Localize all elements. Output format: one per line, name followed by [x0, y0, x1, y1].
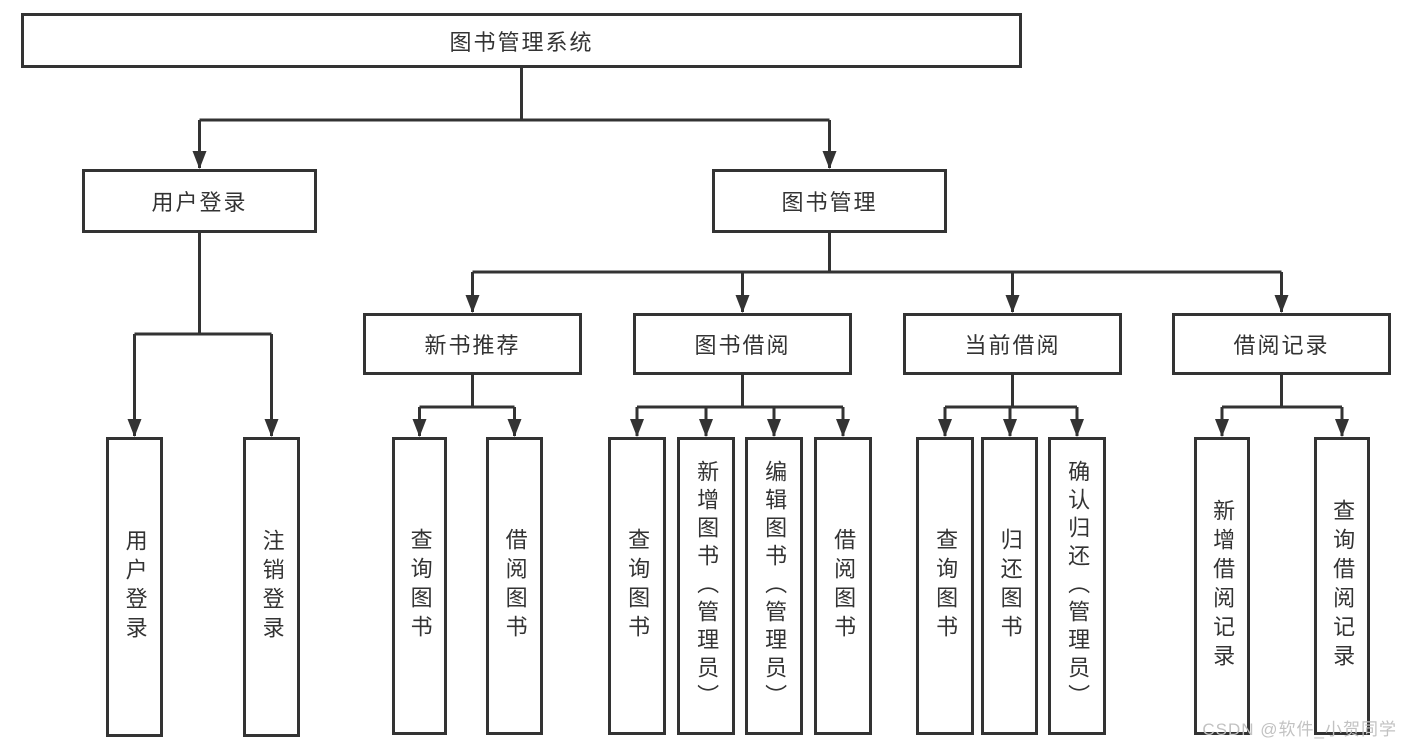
node-root-label: 图书管理系统 — [449, 29, 594, 55]
node-new-book-recommend: 新书推荐 — [363, 313, 582, 375]
leaf-nbr-query-books-label: 查询图书 — [407, 528, 433, 644]
node-current-borrowing: 当前借阅 — [903, 313, 1122, 375]
leaf-cb-confirm-return-label: 确认归还（管理员） — [1065, 460, 1091, 712]
connector-arrows — [127, 120, 1349, 437]
leaf-logout-label: 注销登录 — [259, 529, 285, 645]
connector-trunks — [134, 68, 1342, 409]
leaf-br-add-record-label: 新增借阅记录 — [1210, 499, 1236, 673]
node-user-login: 用户登录 — [82, 169, 317, 233]
leaf-bb-edit-books-label: 编辑图书（管理员） — [762, 460, 788, 712]
leaf-br-query-record: 查询借阅记录 — [1314, 437, 1370, 735]
node-user-login-label: 用户登录 — [151, 190, 248, 215]
node-borrowing-records-label: 借阅记录 — [1233, 333, 1330, 358]
node-book-management: 图书管理 — [712, 169, 947, 233]
leaf-logout: 注销登录 — [243, 437, 300, 737]
leaf-user-login: 用户登录 — [106, 437, 163, 737]
csdn-watermark: CSDN @软件_小贺同学 — [1202, 720, 1397, 739]
leaf-user-login-label: 用户登录 — [122, 529, 148, 645]
leaf-cb-return-books: 归还图书 — [981, 437, 1038, 735]
node-book-management-label: 图书管理 — [781, 190, 878, 215]
node-borrowing-records: 借阅记录 — [1172, 313, 1391, 375]
leaf-br-query-record-label: 查询借阅记录 — [1330, 499, 1356, 673]
node-new-book-recommend-label: 新书推荐 — [424, 333, 521, 358]
node-book-borrowing-label: 图书借阅 — [694, 333, 791, 358]
leaf-nbr-borrow-books-label: 借阅图书 — [502, 528, 528, 644]
leaf-bb-query-books-label: 查询图书 — [625, 528, 651, 644]
leaf-cb-query-books: 查询图书 — [916, 437, 974, 735]
node-book-borrowing: 图书借阅 — [633, 313, 852, 375]
leaf-bb-borrow-books: 借阅图书 — [814, 437, 872, 735]
node-current-borrowing-label: 当前借阅 — [964, 333, 1061, 358]
leaf-cb-query-books-label: 查询图书 — [933, 528, 959, 644]
leaf-nbr-query-books: 查询图书 — [392, 437, 447, 735]
node-root: 图书管理系统 — [21, 13, 1022, 68]
leaf-br-add-record: 新增借阅记录 — [1194, 437, 1250, 735]
leaf-bb-query-books: 查询图书 — [608, 437, 666, 735]
leaf-bb-add-books-label: 新增图书（管理员） — [694, 460, 720, 712]
leaf-bb-borrow-books-label: 借阅图书 — [831, 528, 857, 644]
leaf-cb-confirm-return: 确认归还（管理员） — [1048, 437, 1106, 735]
leaf-bb-add-books: 新增图书（管理员） — [677, 437, 735, 735]
leaf-nbr-borrow-books: 借阅图书 — [486, 437, 543, 735]
leaf-bb-edit-books: 编辑图书（管理员） — [745, 437, 803, 735]
leaf-cb-return-books-label: 归还图书 — [997, 528, 1023, 644]
